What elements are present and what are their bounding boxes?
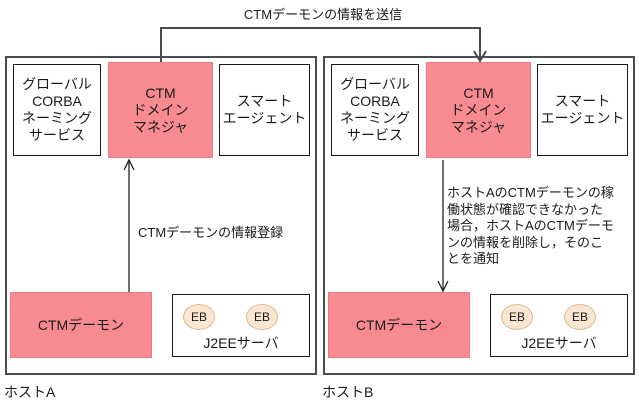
host-b-smart-agent-box: スマート エージェント: [537, 64, 628, 156]
register-annotation: CTMデーモンの情報登録: [138, 225, 284, 240]
host-b-j2ee-server-box: EB EB J2EEサーバ: [490, 294, 628, 357]
host-b-label: ホストB: [322, 384, 374, 400]
eb-ellipse: EB: [501, 304, 533, 330]
host-a-global-corba-naming-service-box: グローバル CORBA ネーミング サービス: [13, 64, 101, 156]
host-b-box: グローバル CORBA ネーミング サービス CTM ドメイン マネジャ スマー…: [323, 56, 635, 375]
host-a-j2ee-server-label: J2EEサーバ: [203, 335, 279, 351]
host-b-eb-row: EB EB: [501, 304, 627, 330]
host-a-ctm-daemon-box: CTMデーモン: [10, 292, 152, 358]
eb-ellipse: EB: [246, 304, 278, 330]
host-a-j2ee-server-box: EB EB J2EEサーバ: [172, 294, 310, 357]
host-a-box: グローバル CORBA ネーミング サービス CTM ドメイン マネジャ スマー…: [5, 56, 317, 375]
host-a-smart-agent-box: スマート エージェント: [219, 64, 310, 156]
host-a-ctm-domain-manager-box: CTM ドメイン マネジャ: [108, 62, 213, 158]
host-b-j2ee-server-label: J2EEサーバ: [521, 335, 597, 351]
delete-notice-annotation: ホストAのCTMデーモンの稼 働状態が確認できなかった 場合，ホストAのCTMデ…: [447, 185, 614, 266]
diagram-title: CTMデーモンの情報を送信: [243, 7, 403, 22]
host-b-global-corba-naming-service-box: グローバル CORBA ネーミング サービス: [331, 64, 419, 156]
host-a-label: ホストA: [4, 384, 56, 400]
host-a-eb-row: EB EB: [183, 304, 309, 330]
host-b-ctm-domain-manager-box: CTM ドメイン マネジャ: [426, 62, 531, 158]
eb-ellipse: EB: [183, 304, 215, 330]
host-b-ctm-daemon-box: CTMデーモン: [328, 292, 470, 358]
eb-ellipse: EB: [564, 304, 596, 330]
